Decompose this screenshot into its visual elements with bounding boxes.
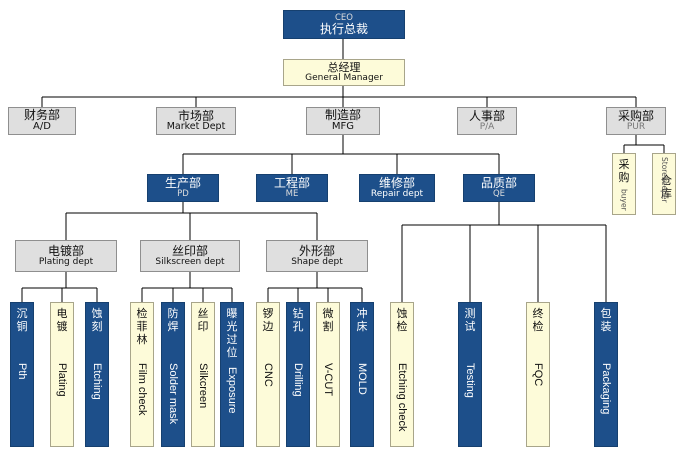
market-en: Market Dept [166, 121, 226, 133]
leaf-pth-en: Pth [16, 363, 28, 380]
leaf-film-check-cn: 检 菲 林 [136, 307, 148, 346]
repair-cn: 维修部 [378, 175, 415, 190]
plating-section[interactable]: 电镀部 Plating dept [15, 240, 117, 272]
silkscreen-section[interactable]: 丝印部 Silkscreen dept [140, 240, 240, 272]
me-cn: 工程部 [273, 176, 310, 191]
leaf-silkscreen[interactable]: 丝 印 Silkcreen [191, 302, 215, 447]
leaf-silkscreen-cn: 丝 印 [197, 307, 209, 333]
plating-cn: 电镀部 [47, 243, 84, 258]
leaf-vcut[interactable]: 微 割 V-CUT [316, 302, 340, 447]
finance-dept[interactable]: 财务部 A/D [8, 107, 76, 135]
leaf-cnc-cn: 锣 边 [262, 307, 274, 333]
qe-en: QE [492, 188, 506, 199]
leaf-etching-en: Etching [91, 363, 103, 400]
finance-en: A/D [33, 121, 51, 133]
leaf-vcut-cn: 微 割 [322, 307, 334, 333]
hr-cn: 人事部 [468, 108, 505, 123]
ceo-english: CEO [335, 12, 353, 23]
leaf-etching-check-en: Etching check [396, 363, 408, 432]
leaf-packaging[interactable]: 包 装 Packaging [594, 302, 618, 447]
leaf-fqc-en: FQC [532, 363, 544, 387]
leaf-drilling[interactable]: 钻 孔 Drilling [286, 302, 310, 447]
leaf-drilling-en: Drilling [292, 363, 304, 397]
leaf-cnc[interactable]: 锣 边 CNC [256, 302, 280, 447]
leaf-mold-cn: 冲 床 [356, 307, 368, 333]
leaf-plating-cn: 电 镀 [56, 307, 68, 333]
purchase-en: PUR [626, 121, 646, 132]
leaf-testing[interactable]: 测 试 Testing [458, 302, 482, 447]
storekeeper-cn: 仓 库 [661, 174, 672, 200]
hr-dept[interactable]: 人事部 P/A [457, 107, 517, 135]
shape-en: Shape dept [291, 256, 343, 267]
hr-en: P/A [479, 121, 495, 132]
leaf-vcut-en: V-CUT [322, 363, 334, 396]
gm-box[interactable]: 总经理 General Manager [283, 59, 405, 86]
leaf-exposure-en: Exposure [226, 367, 238, 414]
leaf-film-check[interactable]: 检 菲 林 Film check [130, 302, 154, 447]
leaf-cnc-en: CNC [262, 363, 274, 387]
leaf-drilling-cn: 钻 孔 [292, 307, 304, 333]
leaf-fqc-cn: 终 检 [532, 307, 544, 333]
buyer-cn: 采 购 [618, 158, 630, 184]
leaf-silkscreen-en: Silkcreen [197, 363, 209, 409]
leaf-plating-en: Plating [56, 363, 68, 397]
repair-unit[interactable]: 维修部 Repair dept [359, 174, 435, 202]
purchase-cn: 采购部 [617, 108, 654, 123]
mfg-dept[interactable]: 制造部 MFG [306, 107, 380, 135]
pd-cn: 生产部 [164, 176, 201, 191]
storekeeper-box[interactable]: 仓 库 Storekeeper [652, 153, 676, 215]
leaf-solder-mask-cn: 防 焊 [167, 307, 179, 333]
leaf-solder-mask[interactable]: 防 焊 Solder mask [161, 302, 185, 447]
leaf-etching-cn: 蚀 刻 [91, 307, 103, 333]
ceo-box[interactable]: CEO 执行总裁 [283, 10, 405, 39]
leaf-etching-check[interactable]: 蚀 检 Etching check [390, 302, 414, 447]
shape-section[interactable]: 外形部 Shape dept [266, 240, 368, 272]
market-cn: 市场部 [177, 108, 214, 123]
gm-english: General Manager [305, 72, 383, 83]
leaf-pth-cn: 沉 铜 [16, 307, 28, 333]
leaf-etching[interactable]: 蚀 刻 Etching [85, 302, 109, 447]
leaf-testing-en: Testing [464, 363, 476, 398]
leaf-film-check-en: Film check [136, 363, 148, 416]
mfg-en: MFG [331, 121, 355, 133]
finance-cn: 财务部 [23, 108, 60, 123]
pd-en: PD [177, 188, 189, 199]
market-dept[interactable]: 市场部 Market Dept [156, 107, 236, 135]
buyer-box[interactable]: 采 购 buyer [612, 153, 636, 215]
repair-en: Repair dept [370, 188, 424, 199]
leaf-exposure-cn: 曝 光 过 位 [226, 307, 238, 359]
silkscreen-en: Silkscreen dept [155, 256, 225, 267]
silkscreen-cn: 丝印部 [171, 243, 208, 258]
ceo-chinese: 执行总裁 [319, 21, 368, 36]
gm-chinese: 总经理 [327, 61, 361, 74]
leaf-mold-en: MOLD [356, 363, 368, 395]
me-unit[interactable]: 工程部 ME [256, 174, 328, 202]
shape-cn: 外形部 [298, 243, 335, 258]
storekeeper-en: Storekeeper [660, 157, 669, 203]
leaf-fqc[interactable]: 终 检 FQC [526, 302, 550, 447]
leaf-pth[interactable]: 沉 铜 Pth [10, 302, 34, 447]
leaf-solder-mask-en: Solder mask [167, 363, 179, 425]
leaf-plating[interactable]: 电 镀 Plating [50, 302, 74, 447]
leaf-packaging-cn: 包 装 [600, 307, 612, 333]
leaf-exposure[interactable]: 曝 光 过 位 Exposure [220, 302, 244, 447]
leaf-packaging-en: Packaging [600, 363, 612, 415]
mfg-cn: 制造部 [324, 108, 361, 123]
me-en: ME [285, 188, 299, 199]
leaf-testing-cn: 测 试 [464, 307, 476, 333]
leaf-etching-check-cn: 蚀 检 [396, 307, 408, 333]
leaf-mold[interactable]: 冲 床 MOLD [350, 302, 374, 447]
qe-unit[interactable]: 品质部 QE [463, 174, 535, 202]
buyer-en: buyer [619, 189, 629, 211]
purchase-dept[interactable]: 采购部 PUR [606, 107, 666, 135]
pd-unit[interactable]: 生产部 PD [147, 174, 219, 202]
qe-cn: 品质部 [480, 176, 517, 191]
plating-en: Plating dept [38, 256, 94, 267]
